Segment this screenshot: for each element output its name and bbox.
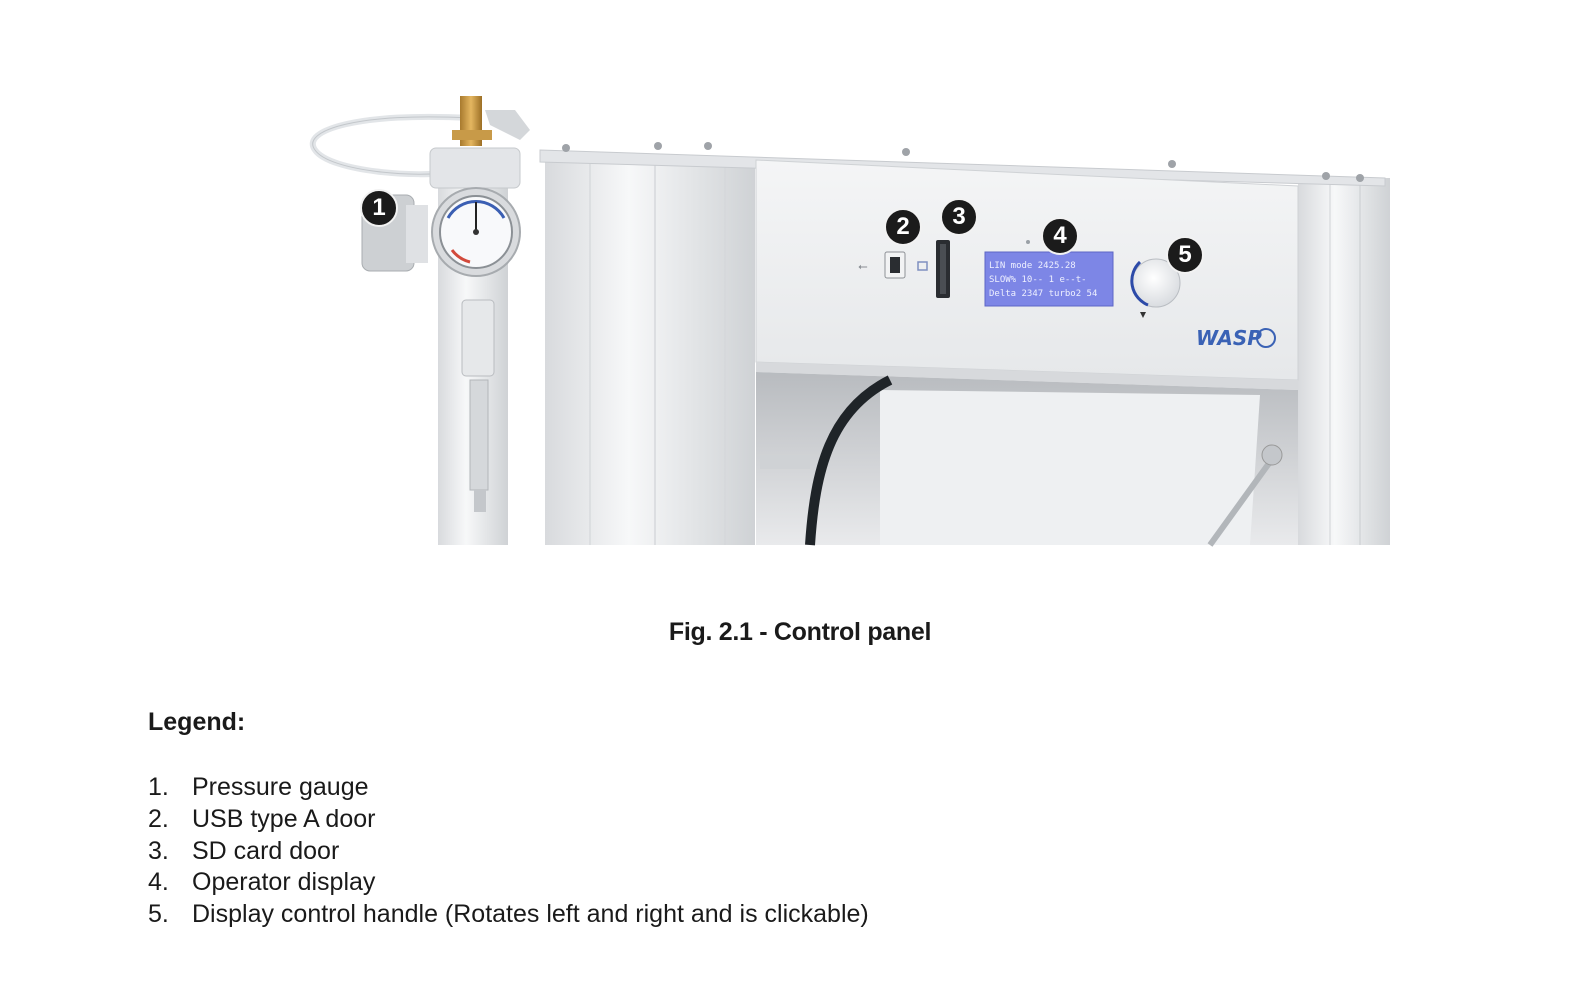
legend-list: 1. Pressure gauge 2. USB type A door 3. SD … xyxy=(148,772,869,931)
legend-item: 2. USB type A door xyxy=(148,804,869,836)
legend-item: 1. Pressure gauge xyxy=(148,772,869,804)
legend-item-number: 5. xyxy=(148,900,169,929)
figure-caption: Fig. 2.1 - Control panel xyxy=(668,618,932,646)
callout-1: 1 xyxy=(360,189,398,227)
cable xyxy=(805,375,893,546)
legend-item-number: 1. xyxy=(148,773,169,801)
legend-item-number: 4. xyxy=(148,868,169,897)
legend-item-number: 2. xyxy=(148,804,169,833)
callout-5: 5 xyxy=(1166,236,1204,274)
legend-item-label: Operator display xyxy=(192,868,376,897)
lcd-line-3: Delta 2347 turbo2 54 xyxy=(989,289,1097,299)
brand-logo: WASP xyxy=(1196,326,1262,350)
legend-title: Legend: xyxy=(148,708,246,736)
lcd-display xyxy=(984,251,1114,307)
lcd-line-2: SLOW% 10-- 1 e--t- xyxy=(989,275,1087,285)
callout-4: 4 xyxy=(1041,217,1079,255)
legend-item: 4. Operator display xyxy=(148,867,869,899)
legend-item: 3. SD card door xyxy=(148,836,869,868)
svg-text:⭠: ⭠ xyxy=(858,259,868,273)
legend-item: 5. Display control handle (Rotates left a… xyxy=(148,899,869,931)
filter-bowl xyxy=(461,299,495,377)
legend-item-label: Display control handle (Rotates left and… xyxy=(192,900,869,929)
brand-logo-mark xyxy=(1256,328,1276,348)
callout-3: 3 xyxy=(940,198,978,236)
legend-item-label: SD card door xyxy=(192,836,340,865)
left-pillar xyxy=(545,160,755,545)
legend-item-label: Pressure gauge xyxy=(192,773,369,801)
legend-item-number: 3. xyxy=(148,836,169,865)
control-panel-photo: ⭠ LIN mode 2425.28 SLOW% 10-- 1 e--t- De… xyxy=(309,96,1390,547)
callout-2: 2 xyxy=(884,208,922,246)
lcd-line-1: LIN mode 2425.28 xyxy=(989,261,1076,271)
legend-item-label: USB type A door xyxy=(192,804,376,833)
right-pillar xyxy=(1298,178,1390,545)
